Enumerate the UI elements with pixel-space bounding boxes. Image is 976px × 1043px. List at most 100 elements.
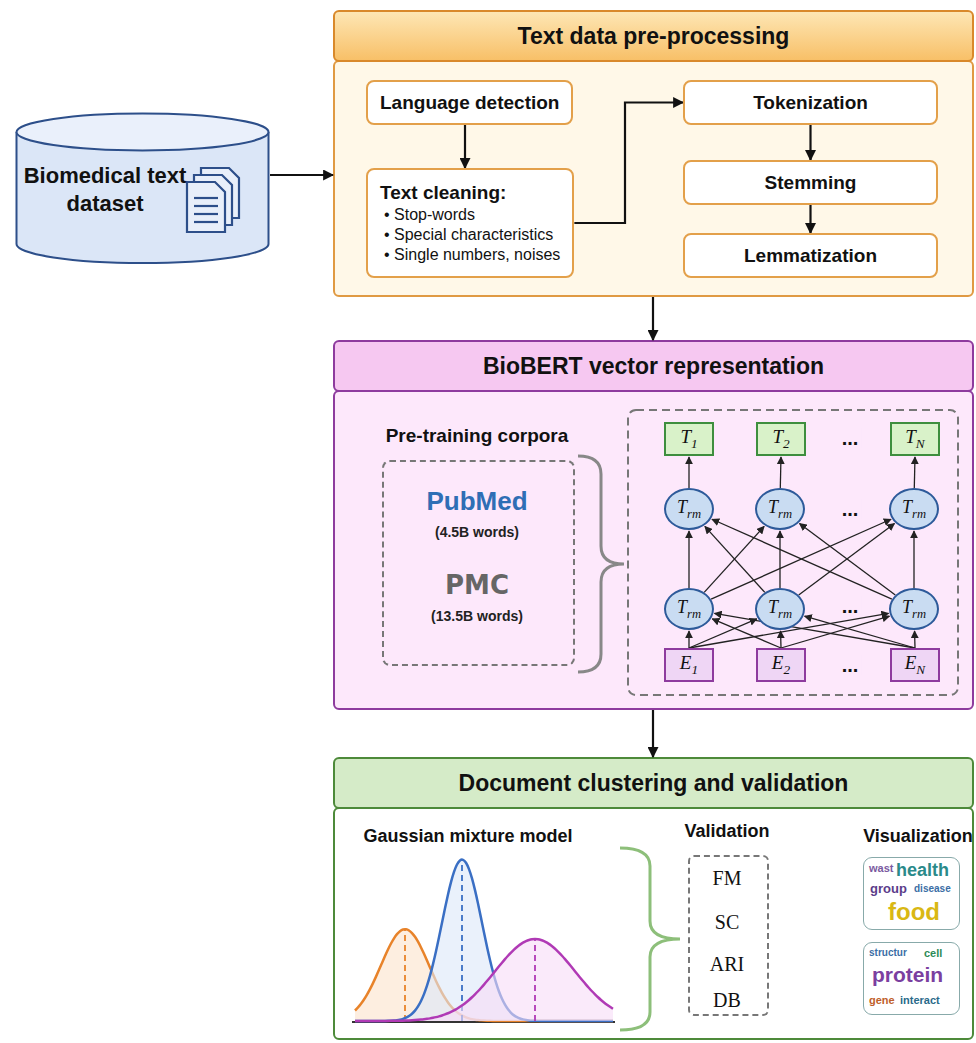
network-arrow [712, 519, 892, 599]
process-box: Tokenization [683, 80, 938, 125]
text-slot: Text data pre-processing [518, 23, 790, 50]
text-slot: E1 [680, 652, 698, 678]
ellipsis-label: ... [839, 428, 862, 448]
network-frame [628, 410, 958, 695]
text-slot: structur [869, 948, 907, 958]
gaussian-fill [355, 939, 613, 1021]
text-slot: E2 [772, 652, 790, 678]
text-slot: Pre-training corpora [354, 425, 600, 447]
text-slot: disease [914, 884, 951, 894]
panel-header: BioBERT vector representation [333, 340, 974, 392]
text-slot: BioBERT vector representation [483, 353, 824, 380]
text-slot: Trm [677, 597, 701, 622]
cloud-word: health [896, 861, 949, 879]
embedding-box: E1 [664, 648, 714, 682]
network-arrow [780, 457, 782, 488]
text-slot: Trm [902, 497, 926, 522]
ellipsis-label: ... [839, 655, 862, 675]
node-text: Trm [902, 597, 926, 622]
network-arrow [688, 531, 689, 588]
text-slot: SC [690, 911, 764, 934]
gaussian-curve [355, 939, 613, 1021]
node-text: FM [690, 867, 764, 890]
text-slot: • Single numbers, noises [380, 244, 560, 264]
panel-title: Document clustering and validation [459, 770, 849, 797]
cloud-word: food [888, 900, 940, 924]
text-slot: Document clustering and validation [459, 770, 849, 797]
word-cloud: structurcellproteingeneinteract [863, 942, 960, 1015]
stage-panel: Text data pre-processingLanguage detecti… [333, 10, 974, 297]
process-box: Text cleaning:• Stop-words• Special char… [366, 168, 574, 278]
text-slot: group [870, 882, 907, 895]
text-slot: Language detection [380, 92, 559, 114]
text-slot: wast [869, 863, 893, 874]
mean-line [404, 929, 406, 1021]
node-text: Pre-training corpora [354, 425, 600, 447]
text-slot: health [896, 861, 949, 879]
flow-arrow [574, 103, 683, 224]
transformer-circle: Trm [664, 488, 714, 530]
node-text: • Special characteristics [384, 226, 553, 244]
node-text: T2 [772, 426, 789, 452]
cloud-word: wast [869, 863, 893, 874]
text-slot: Tokenization [753, 92, 868, 114]
transformer-circle: Trm [755, 588, 805, 630]
document-icon [187, 182, 225, 232]
output-token-box: T2 [756, 422, 806, 456]
document-line [194, 197, 218, 199]
node-text: • Single numbers, noises [384, 246, 560, 264]
database-cylinder: Biomedical text dataset [15, 112, 270, 264]
panel-title: Text data pre-processing [518, 23, 790, 50]
network-arrow [704, 526, 764, 592]
text-slot: gene [869, 995, 895, 1006]
cloud-word: protein [872, 964, 943, 985]
node-text: Language detection [380, 92, 559, 114]
flow-arrow [809, 205, 811, 233]
flow-arrow [270, 174, 333, 176]
text-slot: ARI [690, 953, 764, 976]
text-slot: Trm [677, 497, 701, 522]
network-arrow [688, 457, 689, 488]
text-slot: PubMed [384, 486, 570, 517]
curly-brace [578, 456, 624, 672]
text-slot: protein [872, 964, 943, 985]
node-text: Biomedical text dataset [21, 162, 189, 217]
document-line [194, 205, 218, 207]
text-slot: Biomedical text dataset [21, 162, 189, 217]
text-slot: EN [905, 652, 925, 678]
node-text: TN [905, 426, 924, 452]
node-text: Validation [660, 821, 794, 842]
network-arrow [780, 631, 782, 648]
node-text: Stemming [765, 172, 857, 194]
text-slot: TN [905, 426, 924, 452]
panel-title: BioBERT vector representation [483, 353, 824, 380]
node-text: ARI [690, 953, 764, 976]
text-slot: interact [900, 995, 940, 1006]
text-slot: Lemmatization [744, 245, 877, 267]
text-slot: • Special characteristics [380, 224, 553, 244]
network-arrow [712, 619, 781, 648]
text-slot: food [888, 900, 940, 924]
process-box: Stemming [683, 160, 938, 205]
flow-arrow [464, 125, 466, 168]
process-box: Language detection [366, 80, 573, 125]
network-arrow [688, 631, 689, 648]
node-text: E2 [772, 652, 790, 678]
node-text: PubMed [384, 486, 570, 517]
word-cloud: wasthealth group disease food [863, 857, 960, 930]
network-arrow [914, 631, 916, 648]
transformer-circle: Trm [889, 488, 939, 530]
node-text: E1 [680, 652, 698, 678]
document-line [194, 221, 218, 223]
transformer-circle: Trm [889, 588, 939, 630]
network-arrow [781, 616, 889, 648]
cloud-word: gene [869, 995, 895, 1006]
transformer-circle: Trm [755, 488, 805, 530]
document-line [194, 213, 218, 215]
embedding-box: EN [890, 648, 940, 682]
network-arrow [914, 457, 916, 488]
output-token-box: T1 [664, 422, 714, 456]
cloud-word: interact [900, 995, 940, 1006]
document-sheet [187, 182, 225, 232]
text-slot: (13.5B words) [384, 608, 570, 624]
